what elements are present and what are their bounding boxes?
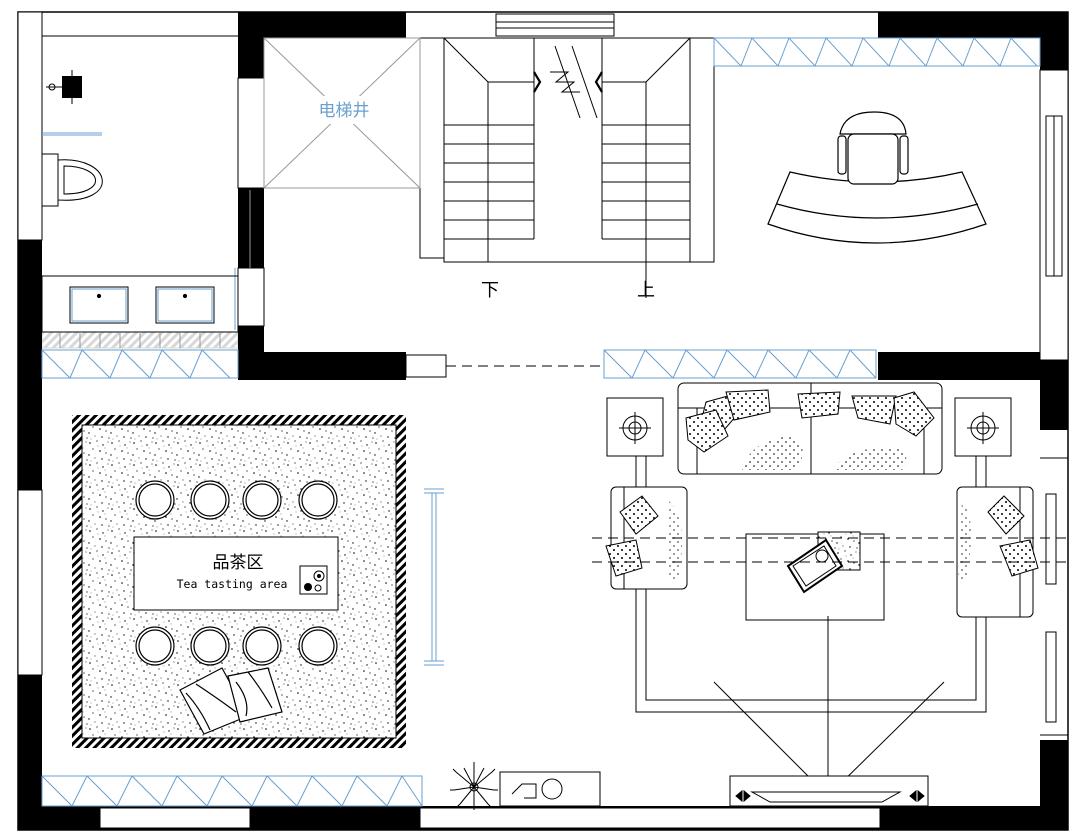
stair-up-label: 上 — [637, 280, 655, 301]
office-chair-icon — [837, 111, 909, 185]
sofa-pillows — [685, 389, 935, 453]
staircase — [443, 37, 691, 367]
stair-down-label: 下 — [481, 280, 499, 301]
tea-area-title: 品茶区 — [213, 553, 264, 573]
side-cabinet-icon — [499, 771, 601, 807]
tea-area-subtitle: Tea tasting area — [177, 577, 288, 591]
cushion-icon — [179, 667, 283, 735]
top-window — [495, 13, 615, 37]
glass-panels — [41, 37, 1041, 807]
office-desk — [767, 171, 987, 244]
toilet-icon — [41, 153, 103, 207]
coffee-table — [745, 531, 885, 621]
armchair-pillows — [605, 495, 1039, 577]
bathroom — [41, 35, 251, 349]
elevator-shaft-label: 电梯井 — [319, 101, 370, 121]
table-lamp-icon — [606, 397, 1012, 457]
tea-table — [133, 536, 339, 611]
potted-plant-icon — [450, 762, 498, 810]
tv-cabinet-icon — [729, 775, 929, 807]
right-windows — [1040, 115, 1068, 736]
round-stool-icon — [135, 480, 338, 666]
sink-icon — [69, 286, 215, 324]
shower-valve-icon — [46, 70, 82, 104]
